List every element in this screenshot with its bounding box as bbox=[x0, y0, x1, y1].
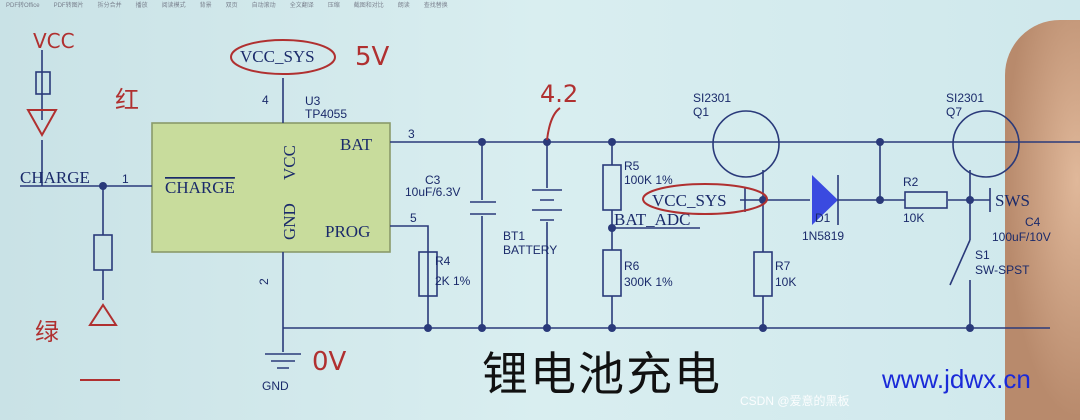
d1-val: 1N5819 bbox=[802, 229, 844, 243]
toolbar-item[interactable]: 全文翻译 bbox=[289, 3, 314, 9]
pin-charge: CHARGE bbox=[165, 178, 235, 197]
net-charge: CHARGE bbox=[20, 168, 90, 187]
u3-part: TP4055 bbox=[305, 107, 347, 121]
toolbar-item[interactable]: 背景 bbox=[199, 3, 212, 9]
pin-prog: PROG bbox=[325, 222, 370, 241]
s1-ref: S1 bbox=[975, 248, 990, 262]
pdf-toolbar: PDF转Office PDF转图片 拆分合并 播放 阅读模式 背景 双页 自动滚动 全文翻译 压缩… bbox=[0, 0, 1080, 10]
r5-val: 100K 1% bbox=[624, 173, 673, 187]
r2-val: 10K bbox=[903, 211, 924, 225]
vcc-sys-label: VCC_SYS bbox=[240, 47, 315, 66]
r4-val: 2K 1% bbox=[435, 274, 471, 288]
bt1-val: BATTERY bbox=[503, 243, 557, 257]
r4-ref: R4 bbox=[435, 254, 451, 268]
r6-ref: R6 bbox=[624, 259, 640, 273]
toolbar-item[interactable]: 自动滚动 bbox=[251, 3, 276, 9]
pin5: 5 bbox=[410, 211, 417, 225]
vcc-sys-net-label: VCC_SYS bbox=[652, 191, 727, 210]
toolbar-item[interactable]: 播放 bbox=[135, 3, 148, 9]
r6-val: 300K 1% bbox=[624, 275, 673, 289]
toolbar-item[interactable]: 拆分合并 bbox=[97, 3, 122, 9]
r2-ref: R2 bbox=[903, 175, 919, 189]
pin3: 3 bbox=[408, 127, 415, 141]
pin-gnd: GND bbox=[280, 203, 299, 240]
q1-part: SI2301 bbox=[693, 91, 731, 105]
hand-4-2: 4.2 bbox=[540, 80, 578, 108]
hand-green: 绿 bbox=[35, 318, 59, 346]
bt1-ref: BT1 bbox=[503, 229, 525, 243]
toolbar-item[interactable]: 压缩 bbox=[327, 3, 340, 9]
sws-label: SWS bbox=[995, 191, 1030, 210]
csdn-watermark: CSDN @爱意的黑板 bbox=[740, 394, 850, 408]
c3-ref: C3 bbox=[425, 173, 441, 187]
r7-ref: R7 bbox=[775, 259, 791, 273]
c3-val: 10uF/6.3V bbox=[405, 185, 460, 199]
s1-val: SW-SPST bbox=[975, 263, 1030, 277]
pin-vcc: VCC bbox=[280, 145, 299, 180]
hand-red: 红 bbox=[115, 86, 139, 114]
toolbar-item[interactable]: 截图和对比 bbox=[353, 3, 384, 9]
toolbar-item[interactable]: 朗读 bbox=[397, 3, 410, 9]
q7-ref: Q7 bbox=[946, 105, 962, 119]
bat-adc-label: BAT_ADC bbox=[614, 210, 691, 229]
watermark: www.jdwx.cn bbox=[882, 364, 1031, 394]
toolbar-item[interactable]: PDF转Office bbox=[6, 3, 40, 9]
toolbar-item[interactable]: 双页 bbox=[225, 3, 238, 9]
u3-ref: U3 bbox=[305, 94, 321, 108]
q7-part: SI2301 bbox=[946, 91, 984, 105]
c4-val: 100uF/10V bbox=[992, 230, 1051, 244]
d1-ref: D1 bbox=[815, 211, 831, 225]
slide-title: 锂电池充电 bbox=[482, 347, 722, 401]
q1-ref: Q1 bbox=[693, 105, 709, 119]
r5-ref: R5 bbox=[624, 159, 640, 173]
presenter bbox=[1005, 20, 1080, 420]
c4-ref: C4 bbox=[1025, 215, 1041, 229]
hand-0v: 0V bbox=[312, 347, 347, 377]
hand-5v: 5V bbox=[355, 42, 390, 72]
pin2: 2 bbox=[257, 278, 271, 285]
r7-val: 10K bbox=[775, 275, 796, 289]
hand-vcc: VCC bbox=[33, 29, 75, 53]
toolbar-item[interactable]: PDF转图片 bbox=[53, 3, 84, 9]
schematic: VCC_SYS 4 U3 TP4055 BAT 3 VCC GND CHARGE… bbox=[20, 29, 1080, 393]
pin-bat: BAT bbox=[340, 135, 373, 154]
pin4: 4 bbox=[262, 93, 269, 107]
tp4055-chip bbox=[151, 122, 391, 253]
toolbar-item[interactable]: 查找替换 bbox=[423, 3, 448, 9]
toolbar-item[interactable]: 阅读模式 bbox=[161, 3, 186, 9]
pin1: 1 bbox=[122, 172, 129, 186]
gnd-label: GND bbox=[262, 379, 289, 393]
handwritten-annotations: VCC 5V 4.2 红 绿 0V bbox=[26, 29, 768, 381]
